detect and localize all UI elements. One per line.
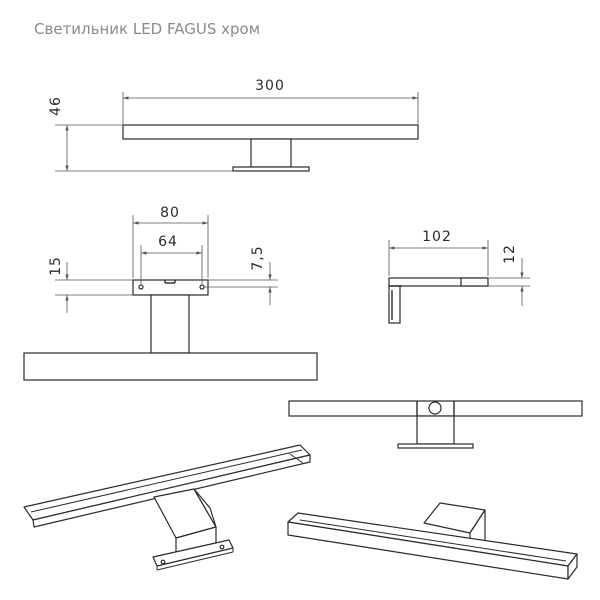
iso-left-bar-bottom <box>32 454 311 528</box>
dim-plate-height-label: 15 <box>48 256 64 276</box>
mount-hole-left <box>138 284 144 290</box>
iso-left-arm-edge <box>193 488 217 528</box>
side-bar-end <box>460 277 489 287</box>
back-view <box>288 400 583 449</box>
front-arm <box>250 138 292 168</box>
back-arm <box>416 415 455 445</box>
iso-left-hole-a <box>160 559 166 565</box>
top-light-bar <box>23 352 318 381</box>
iso-right-bar-end <box>567 553 578 580</box>
iso-view-right <box>287 502 578 580</box>
iso-view-left <box>23 444 311 571</box>
side-mount-plate <box>388 285 401 324</box>
iso-right-bar-line <box>299 519 567 562</box>
dim-length-label: 300 <box>255 78 285 94</box>
dim-depth-label: 102 <box>422 229 452 245</box>
iso-left-bar-diffuser-line <box>30 449 303 513</box>
dim-bracket-width-label: 80 <box>160 205 180 221</box>
front-view: 300 46 <box>48 78 419 172</box>
dim-hole-spacing-label: 64 <box>158 234 178 250</box>
front-base-plate <box>232 166 310 172</box>
iso-left-hole-b <box>219 544 225 550</box>
back-base-plate <box>397 443 474 449</box>
side-view: 102 12 <box>388 229 530 324</box>
front-light-bar <box>122 124 419 140</box>
iso-left-bar-end-line <box>289 453 304 464</box>
top-view: 80 64 15 7,5 <box>23 205 318 381</box>
mount-hole-right <box>199 284 205 290</box>
back-mount-circle <box>428 401 442 415</box>
dim-hole-offset-label: 7,5 <box>250 245 266 270</box>
mount-plate <box>132 279 209 296</box>
top-arm <box>150 294 190 354</box>
dim-height-label: 46 <box>48 96 64 116</box>
iso-left-plate-edge-b <box>156 551 234 571</box>
dim-bar-height-label: 12 <box>502 244 518 264</box>
product-title: Светильник LED FAGUS хром <box>34 20 261 38</box>
